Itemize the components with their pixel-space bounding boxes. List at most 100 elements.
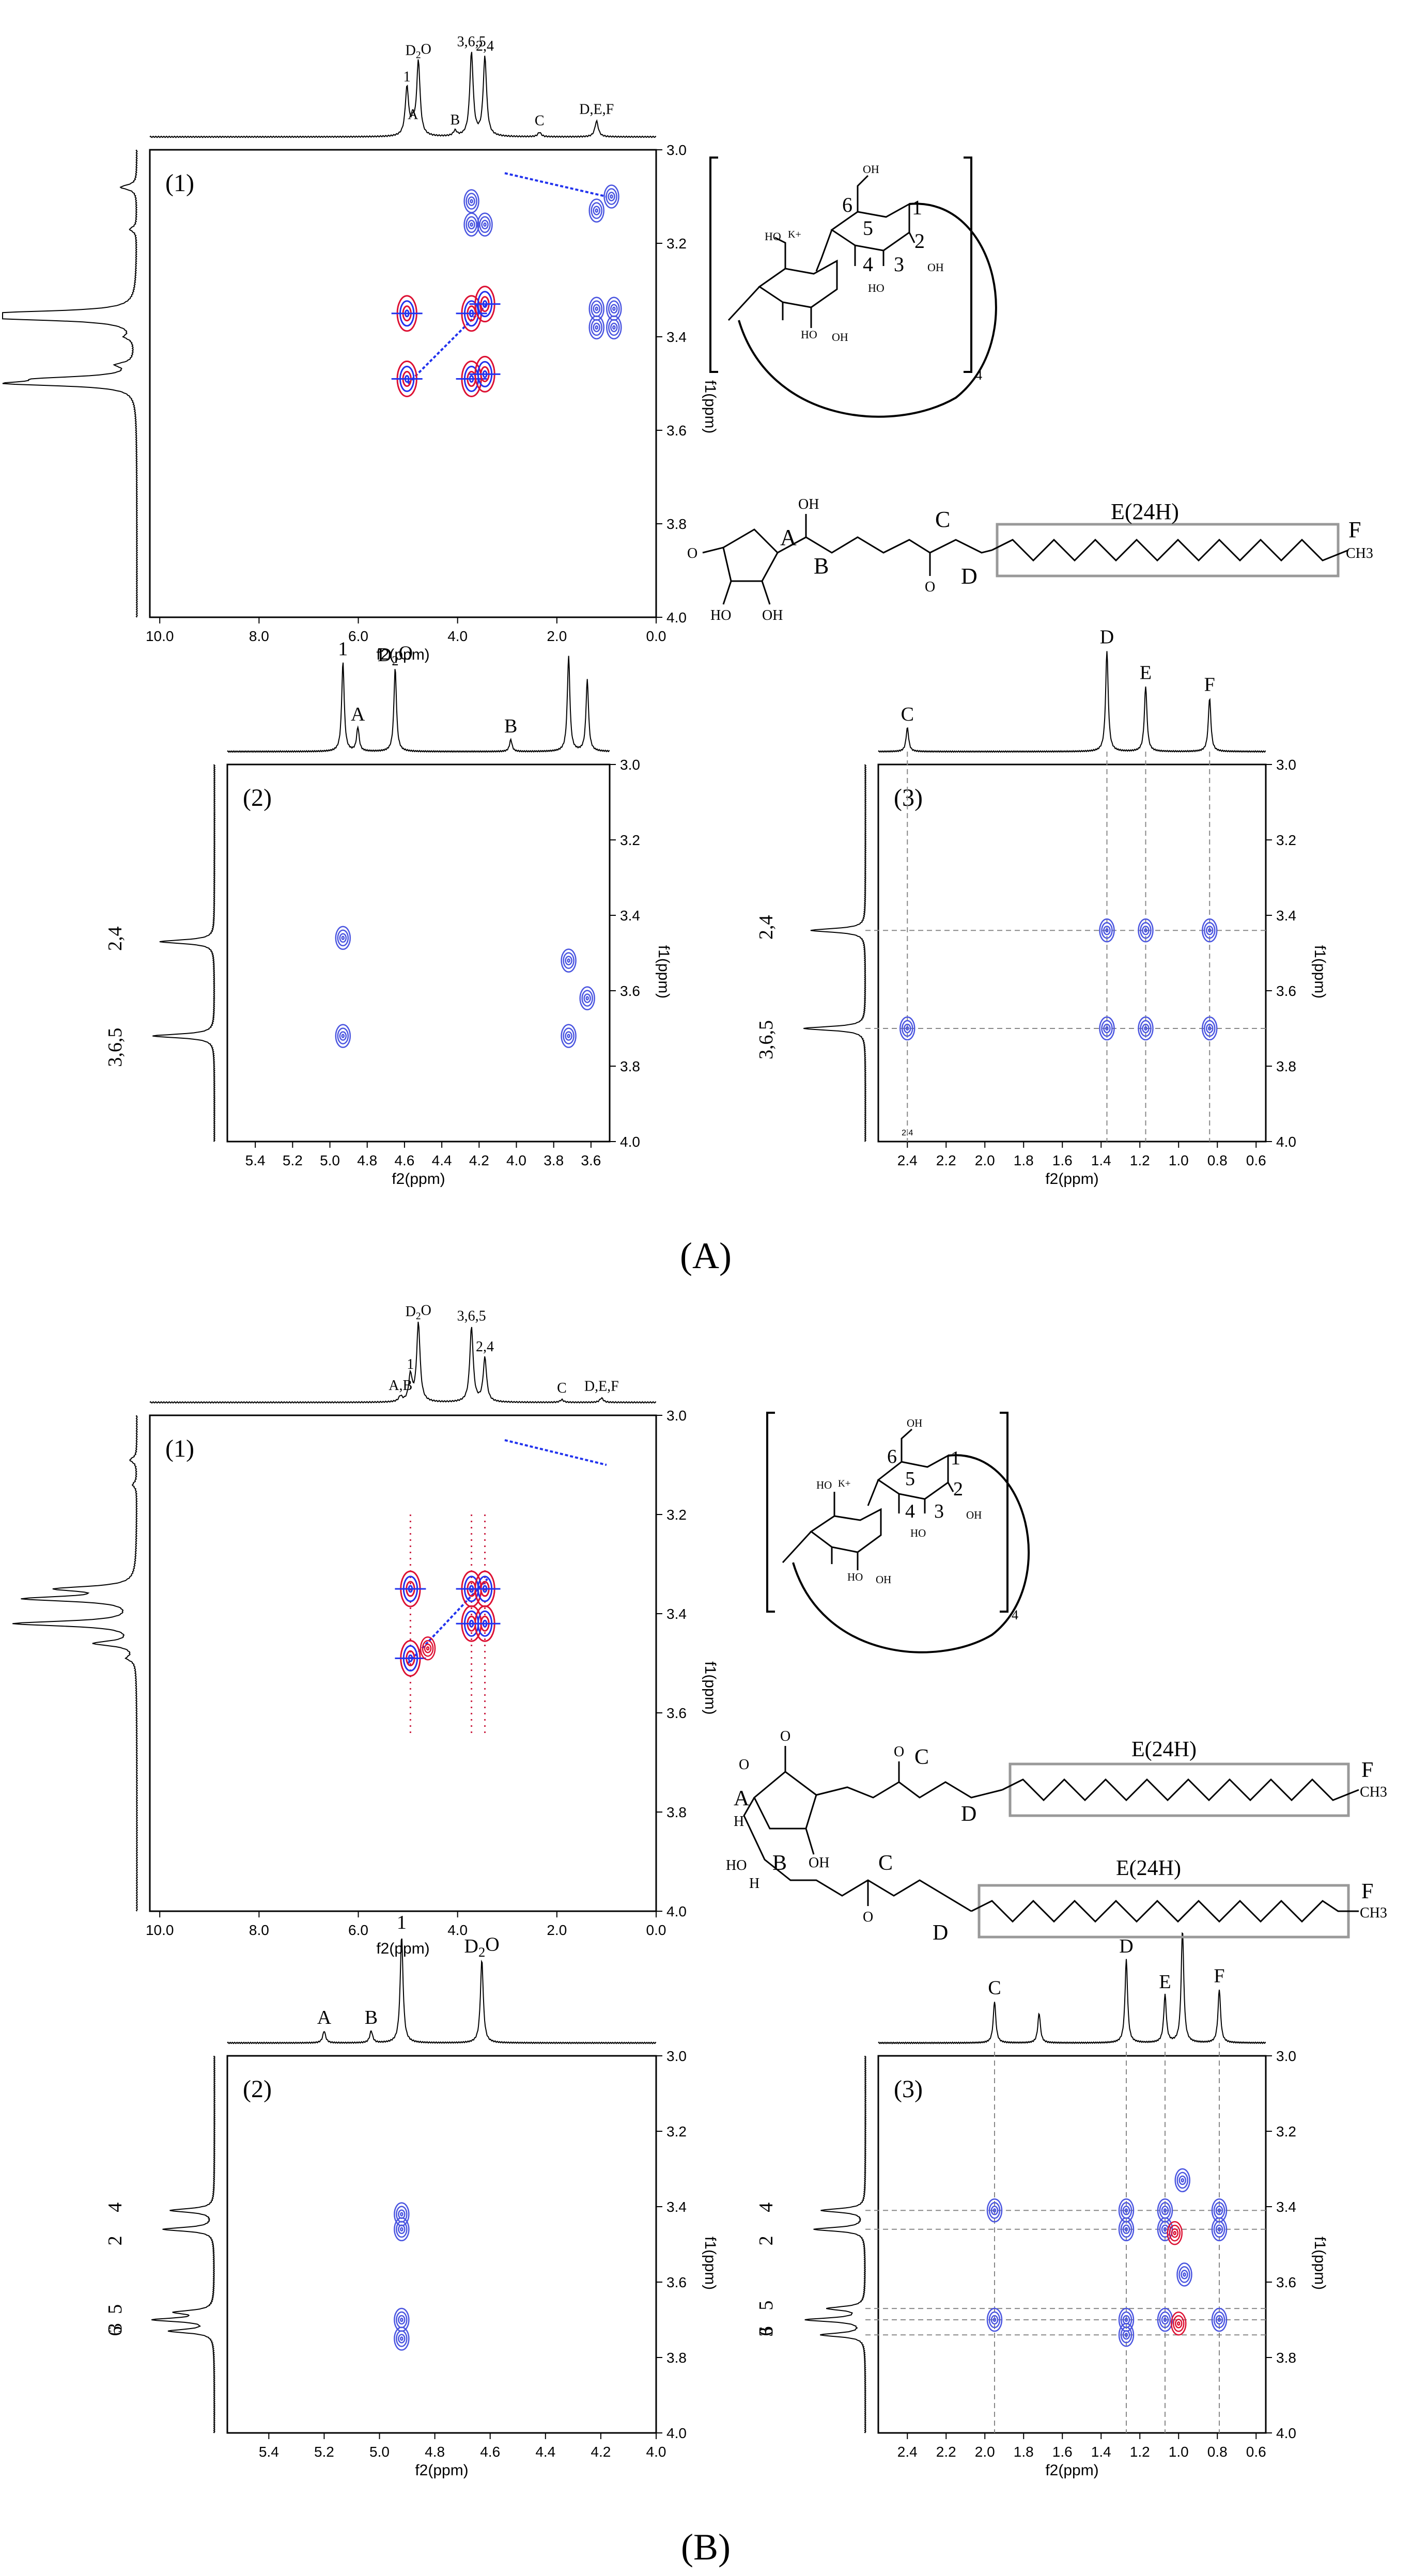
contour-ring (339, 1031, 347, 1041)
y-tick-label: 3.2 (1276, 832, 1296, 848)
cyclodextrin-structure-a: 4 1 2 3 4 5 6 OH HO K+ HO OH HO OH (709, 157, 997, 418)
contour-ring (1181, 2270, 1188, 2280)
asc-letter-a: A (734, 1787, 750, 1810)
contour-ring (606, 188, 617, 205)
contour-ring (581, 990, 593, 1007)
contour-ring (1105, 928, 1109, 933)
x-tick-label: 4.4 (432, 1152, 452, 1168)
left-1d-spectrum (151, 2055, 216, 2433)
group-oh-ring: OH (762, 607, 783, 623)
contour-ring (1120, 2221, 1132, 2238)
group-ch3-upper: CH3 (1360, 1784, 1387, 1800)
contour-ring (1138, 918, 1154, 943)
left-peak-label: 3,6,5 (755, 1020, 777, 1059)
top-peak-label: D,E,F (584, 1379, 619, 1395)
group-k-left: K+ (788, 229, 801, 240)
x-tick-label: 1.6 (1052, 1152, 1073, 1168)
x-tick-label: 8.0 (249, 1922, 269, 1938)
cross-peak (603, 184, 619, 209)
bracket-left (766, 1412, 775, 1613)
cross-peak (561, 948, 577, 973)
cross-peak (588, 198, 604, 223)
contour-ring (1202, 918, 1218, 943)
contour-ring (1177, 2321, 1181, 2326)
x-tick-label: 5.2 (283, 1152, 303, 1168)
cross-peak (986, 2198, 1003, 2223)
x-tick-label: 1.0 (1169, 1152, 1189, 1168)
contour-ring (398, 2334, 406, 2344)
contour-ring (992, 2317, 997, 2322)
contour-ring (1159, 2311, 1171, 2329)
lactone-ring (722, 528, 779, 582)
y-axis-label: f1(ppm) (702, 1661, 719, 1714)
contour-ring (1105, 1026, 1109, 1031)
contour-ring (341, 935, 345, 941)
group-o-ester-upper: O (894, 1744, 904, 1760)
x-tick-label: 5.4 (259, 2444, 279, 2460)
contour-ring (904, 1023, 911, 1034)
x-tick-label: 5.4 (245, 1152, 266, 1168)
cross-peak (394, 2217, 410, 2242)
left-peak-label: 2 (104, 2236, 126, 2245)
y-tick-label: 3.8 (666, 1804, 687, 1820)
contour-ring (1101, 922, 1113, 939)
group-ho-b: HO (726, 1857, 747, 1874)
bracket-left (709, 157, 718, 373)
x-tick-label: 4.6 (480, 2444, 500, 2460)
top-peak-label: C (535, 113, 545, 129)
asc-letter-f-lower: F (1361, 1880, 1373, 1903)
group-ho-left: HO (765, 230, 781, 243)
y-tick-label: 4.0 (666, 2425, 687, 2441)
top-peak-label: C (557, 1380, 567, 1396)
cross-peak (456, 295, 487, 332)
alkyl-chain-box-upper (1008, 1762, 1350, 1817)
top-peak-label: E (1140, 662, 1152, 684)
contour-ring (1167, 2221, 1183, 2245)
contour-ring (595, 325, 598, 330)
top-peak-label: D (1119, 1935, 1133, 1957)
y-axis-label: f1(ppm) (655, 945, 672, 998)
x-tick-label: 4.2 (469, 1152, 489, 1168)
cross-peak (606, 315, 622, 340)
panel-label: (2) (243, 784, 272, 811)
cross-peak (579, 986, 595, 1010)
contour-ring (1206, 1023, 1214, 1034)
cross-peak (391, 295, 423, 332)
y-tick-label: 3.4 (620, 908, 640, 924)
contour-ring (591, 319, 602, 336)
top-peak-label: A (351, 704, 365, 725)
contour-ring (1217, 2227, 1221, 2232)
contour-ring (595, 208, 598, 213)
left-1d-spectrum (152, 764, 216, 1142)
contour-ring (988, 2311, 1001, 2329)
y-tick-label: 3.2 (666, 2124, 687, 2140)
diagonal-line (407, 1578, 488, 1664)
contour-ring (608, 192, 615, 201)
contour-ring (1176, 2172, 1188, 2189)
group-oh-ring: OH (809, 1855, 829, 1871)
cross-peak (1171, 2312, 1187, 2336)
diagonal-line (504, 1439, 607, 1466)
top-1d-spectrum (878, 1932, 1266, 2044)
cd-number-5: 5 (905, 1468, 915, 1490)
contour-ring (588, 198, 604, 223)
contour-ring (1181, 2178, 1184, 2183)
top-1d-spectrum (227, 655, 610, 753)
x-tick-label: 0.6 (1246, 2444, 1266, 2460)
x-tick-label: 0.8 (1207, 2444, 1228, 2460)
contour-ring (424, 1643, 432, 1653)
y-tick-label: 3.4 (1276, 2199, 1296, 2215)
top-peak-label: C (988, 1977, 1001, 1999)
x-axis-label: f2(ppm) (1045, 1170, 1098, 1188)
y-tick-label: 4.0 (1276, 1134, 1296, 1150)
contour-ring (992, 2208, 997, 2213)
contour-ring (1161, 2206, 1169, 2215)
contour-ring (470, 199, 473, 204)
panel-label: (3) (894, 784, 923, 811)
asc-letter-b: B (814, 553, 829, 579)
top-peak-label: 2,4 (476, 38, 494, 54)
contour-ring (1118, 2322, 1135, 2347)
contour-ring (483, 222, 487, 227)
contour-ring (1124, 2227, 1128, 2232)
